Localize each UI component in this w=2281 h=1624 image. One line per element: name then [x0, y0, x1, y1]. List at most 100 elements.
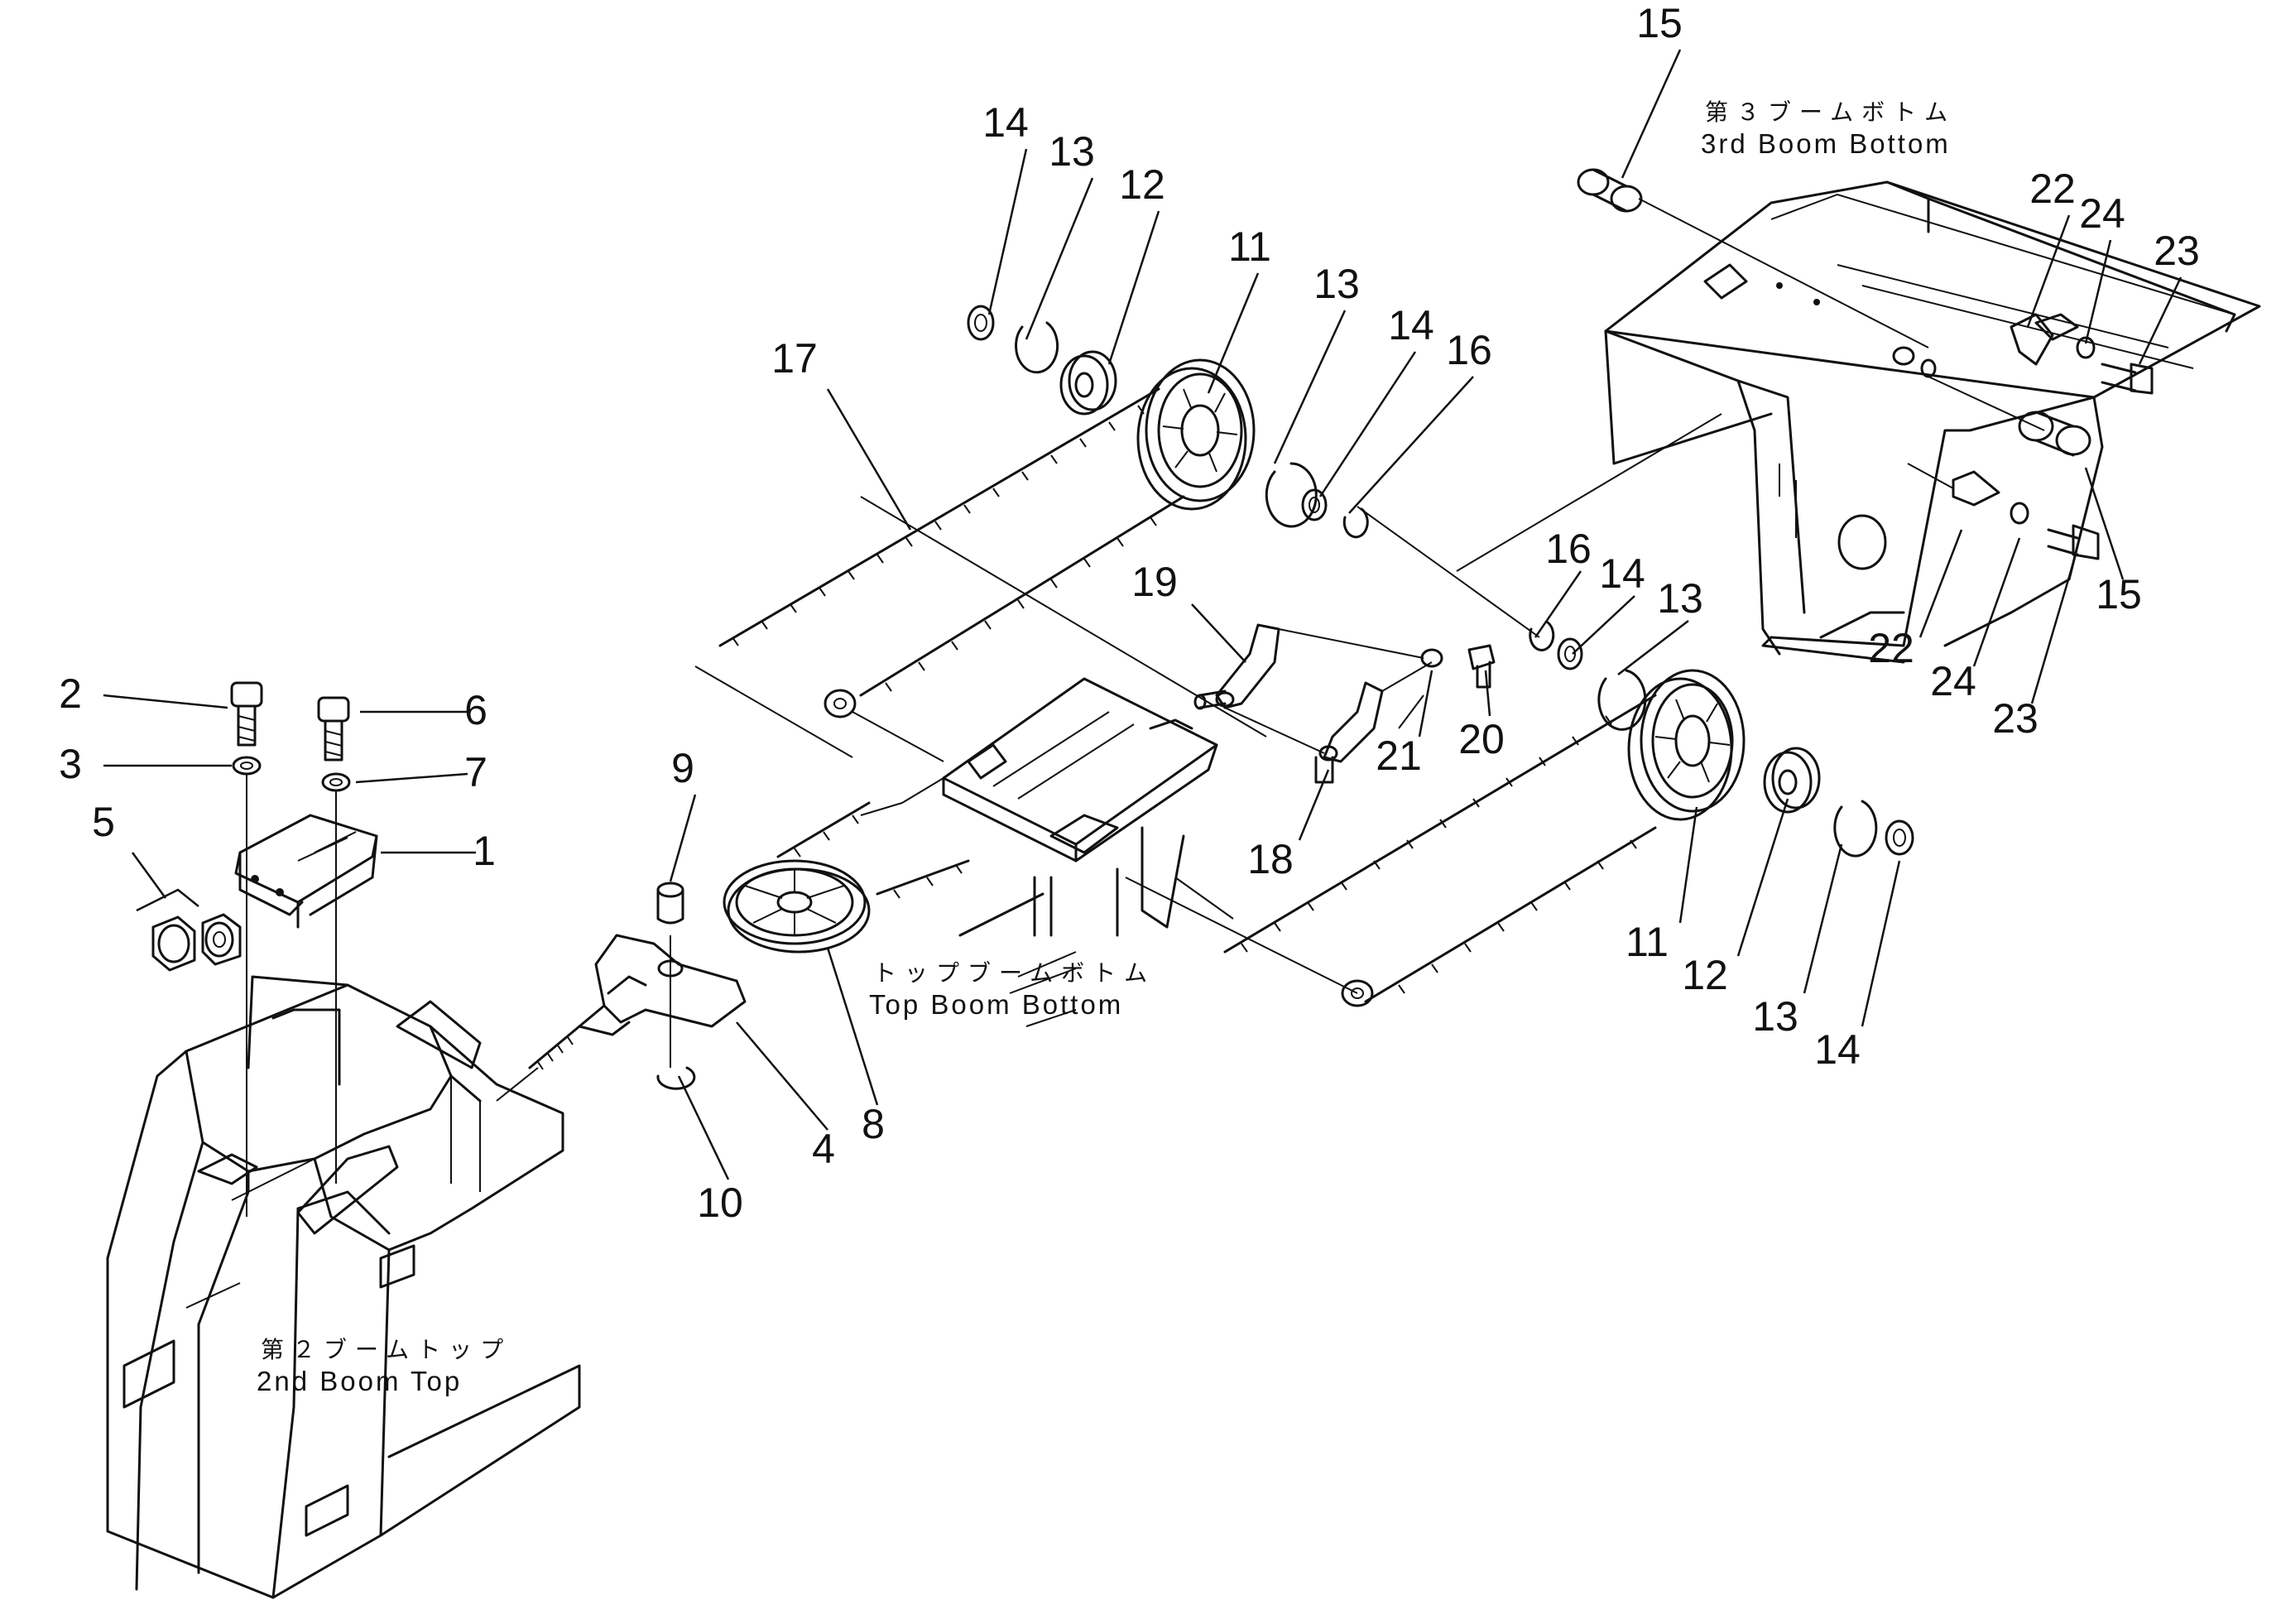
assembly-guide-lines [246, 774, 539, 1217]
caption-top-boom-bottom-en: Top Boom Bottom [869, 989, 1123, 1020]
callout-number-c11a: 11 [1228, 223, 1271, 270]
callout-leader-c22a [2026, 214, 2071, 328]
part-11-pulley-upper [1136, 358, 1256, 511]
part-19-lever [1193, 623, 1280, 710]
callout-leader-c8 [826, 947, 879, 1106]
callout-number-c16a: 16 [1446, 327, 1492, 373]
callout-number-c6: 6 [464, 687, 487, 733]
third-boom-pin-axis [1638, 198, 2045, 431]
callout-leader-c23a [2138, 276, 2183, 365]
callout-leader-c13a [1025, 177, 1094, 340]
callout-number-c22b: 22 [1868, 625, 1914, 671]
callout-leader-c13b [1273, 310, 1347, 464]
callout-number-c14d: 14 [1814, 1026, 1861, 1073]
callout-leader-c2 [103, 694, 228, 709]
part-15-pin-top [1577, 168, 1643, 213]
callout-leader-c11b [1678, 806, 1698, 924]
callout-leader-c14b [1318, 351, 1417, 497]
callout-leader-c16a [1348, 376, 1474, 514]
part-14-ring-upper [967, 305, 995, 341]
callout-leader-c5 [131, 852, 167, 899]
callout-leader-c7 [355, 772, 468, 784]
part-23-bolt-lower [2047, 524, 2100, 560]
part-14-ring-lower-left [1557, 637, 1583, 670]
part-10-snap-ring [656, 1066, 696, 1090]
callout-number-c12a: 12 [1119, 161, 1165, 208]
callout-leader-c12a [1107, 210, 1160, 365]
caption-top-boom-bottom-jp: トップブームボトム [873, 959, 1155, 987]
callout-leader-c16b [1534, 570, 1582, 638]
part-14-ring-upper-right [1301, 488, 1328, 521]
callout-leader-c22b [1918, 529, 1963, 638]
part-13-snap-ring-upper [1015, 321, 1059, 374]
part-number-callouts: 1514131211131416172224231516141319222423… [59, 0, 2200, 1226]
caption-third-boom-bottom-jp: 第３ブームボトム [1705, 98, 1956, 126]
callout-number-c17: 17 [771, 335, 818, 382]
callout-leader-c14d [1861, 860, 1901, 1027]
part-6-bolt [317, 696, 350, 762]
callout-leader-c12b [1736, 798, 1789, 957]
callout-leader-c15a [1621, 49, 1682, 179]
second-boom-top-housing [106, 975, 581, 1599]
callout-number-c16b: 16 [1545, 526, 1592, 572]
part-12-bearing-upper [1059, 350, 1117, 416]
callout-number-c19: 19 [1131, 559, 1178, 605]
part-21-washer [1420, 648, 1443, 668]
part-17-wire-rope-upper [694, 387, 1185, 762]
lever-link-lines [1224, 628, 1433, 754]
callout-leader-c19 [1191, 603, 1246, 663]
part-3-washer [232, 756, 262, 776]
part-15-pin-right [2018, 411, 2091, 457]
callout-number-c21: 21 [1376, 733, 1422, 779]
part-2-bolt [230, 681, 263, 747]
callout-leader-c11a [1207, 272, 1260, 394]
part-8-sheave [723, 859, 871, 954]
callout-leader-c14c [1572, 595, 1635, 655]
callout-number-c23b: 23 [1992, 695, 2038, 742]
callout-number-c14a: 14 [982, 99, 1029, 146]
callout-number-c8: 8 [862, 1101, 885, 1147]
caption-third-boom-bottom: 第３ブームボトム 3rd Boom Bottom [1701, 98, 1956, 159]
callout-leader-c13d [1803, 843, 1843, 994]
callout-number-c24a: 24 [2079, 190, 2125, 237]
callout-leader-c9 [669, 794, 697, 882]
part-16-ring-upper [1342, 507, 1369, 539]
part-23-bolt-upper [2101, 363, 2154, 395]
callout-number-c15a: 15 [1636, 0, 1683, 46]
callout-number-c13c: 13 [1657, 575, 1703, 622]
callout-number-c7: 7 [464, 749, 487, 795]
callout-number-c15b: 15 [2096, 571, 2142, 617]
callout-number-c14b: 14 [1388, 302, 1434, 348]
callout-number-c1: 1 [473, 828, 496, 874]
part-4-anchor-bracket [528, 934, 747, 1070]
callout-number-c4: 4 [812, 1126, 835, 1172]
callout-leader-c15b [2084, 467, 2125, 580]
callout-number-c9: 9 [671, 745, 694, 791]
part-13-snap-ring-upper-right [1265, 462, 1318, 528]
callout-leader-c13c [1617, 620, 1689, 675]
part-24-washer-lower [2010, 502, 2029, 525]
callout-number-c13b: 13 [1313, 261, 1360, 307]
callout-leader-c21 [1418, 670, 1433, 738]
callout-leader-c18 [1298, 769, 1330, 841]
callout-leader-c23b [2030, 562, 2075, 704]
callout-number-c24b: 24 [1930, 658, 1976, 704]
part-11-pulley-lower [1627, 669, 1746, 821]
part-18-lever [1314, 681, 1384, 784]
top-boom-bottom-frame [901, 677, 1218, 1027]
callout-leader-c24a [2084, 239, 2112, 344]
part-22-plate-upper [2010, 313, 2054, 366]
callout-number-c12b: 12 [1682, 952, 1728, 998]
callout-number-c13a: 13 [1049, 128, 1095, 175]
callout-leader-c14a [987, 148, 1028, 315]
part-17-wire-rope-lower [776, 694, 1657, 1007]
part-1-clamp-block [234, 814, 378, 929]
callout-number-c3: 3 [59, 741, 82, 787]
callout-number-c23a: 23 [2154, 228, 2200, 274]
part-14-ring-lower [1885, 819, 1914, 856]
part-16-ring-lower [1529, 621, 1555, 651]
guide-line-22 [1907, 463, 1954, 489]
caption-second-boom-top-en: 2nd Boom Top [257, 1366, 462, 1396]
caption-second-boom-top-jp: 第２ブームトップ [261, 1336, 511, 1363]
